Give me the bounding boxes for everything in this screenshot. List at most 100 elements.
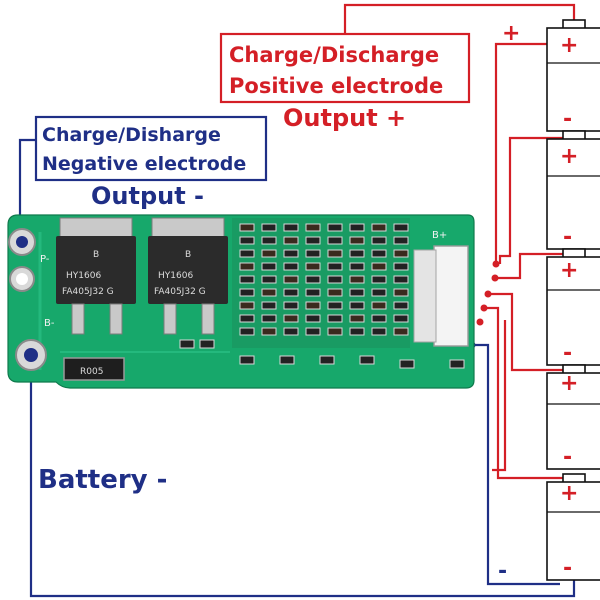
battery-cell-1: + - bbox=[546, 19, 600, 132]
pad-b-label: B- bbox=[44, 318, 55, 329]
smd-component bbox=[393, 236, 409, 245]
smd-component bbox=[371, 236, 387, 245]
smd-component bbox=[261, 288, 277, 297]
cell1-sense-wire bbox=[492, 320, 507, 472]
cell-plus: + bbox=[560, 481, 578, 506]
smd-component bbox=[261, 262, 277, 271]
smd-component bbox=[283, 275, 299, 284]
battery-cell-4: + - bbox=[546, 364, 600, 470]
smd-component bbox=[349, 327, 365, 336]
battery-cell-3: + - bbox=[546, 248, 600, 366]
smd-component bbox=[199, 339, 215, 349]
smd-component bbox=[283, 327, 299, 336]
smd-component bbox=[239, 288, 255, 297]
positive-label-box bbox=[219, 32, 471, 104]
smd-component bbox=[283, 249, 299, 258]
cell-minus: - bbox=[563, 341, 572, 366]
smd-component bbox=[327, 314, 343, 323]
cell-minus: - bbox=[563, 556, 572, 581]
positive-output-wire bbox=[343, 3, 576, 34]
smd-component bbox=[371, 262, 387, 271]
smd-component bbox=[399, 359, 415, 369]
smd-component bbox=[305, 262, 321, 271]
smd-component bbox=[179, 339, 195, 349]
smd-component bbox=[305, 275, 321, 284]
smd-component bbox=[371, 223, 387, 232]
smd-component bbox=[283, 301, 299, 310]
smd-component bbox=[261, 275, 277, 284]
pad-b-minus-hole bbox=[24, 348, 38, 362]
smd-component bbox=[327, 288, 343, 297]
cell-body bbox=[546, 481, 600, 581]
smd-component bbox=[261, 249, 277, 258]
pad-p-label: P- bbox=[40, 254, 50, 265]
mosfet-leg bbox=[71, 303, 85, 335]
wire-dot bbox=[480, 304, 488, 312]
smd-component bbox=[349, 314, 365, 323]
cell-body bbox=[546, 27, 600, 132]
smd-component bbox=[371, 327, 387, 336]
mosfet-leg bbox=[109, 303, 123, 335]
wire-dot bbox=[476, 318, 484, 326]
smd-component bbox=[239, 301, 255, 310]
smd-component bbox=[371, 288, 387, 297]
pad-mid-hole bbox=[16, 273, 28, 285]
cell-plus: + bbox=[560, 144, 578, 169]
connector-back bbox=[413, 249, 437, 343]
wire-dot bbox=[491, 274, 499, 282]
positive-output-label: Output + bbox=[283, 104, 406, 132]
smd-component bbox=[239, 275, 255, 284]
smd-component bbox=[305, 249, 321, 258]
positive-label-line1: Charge/Discharge bbox=[229, 43, 439, 67]
smd-component bbox=[283, 236, 299, 245]
mosfet-model: HY1606 bbox=[158, 271, 193, 281]
smd-component bbox=[449, 359, 465, 369]
smd-component bbox=[305, 288, 321, 297]
cell-plus: + bbox=[560, 258, 578, 283]
smd-component bbox=[349, 249, 365, 258]
smd-component bbox=[393, 288, 409, 297]
smd-component bbox=[327, 327, 343, 336]
shunt-resistor bbox=[63, 357, 125, 381]
mosfet-model: HY1606 bbox=[66, 271, 101, 281]
smd-component bbox=[371, 301, 387, 310]
mosfet-body bbox=[148, 236, 228, 304]
battery-cell-2: + - bbox=[546, 130, 600, 250]
cell-body bbox=[546, 372, 600, 470]
smd-component bbox=[305, 327, 321, 336]
smd-component bbox=[239, 262, 255, 271]
mosfet-brand: B bbox=[185, 250, 191, 260]
smd-component bbox=[279, 355, 295, 365]
smd-component bbox=[327, 275, 343, 284]
mosfet-leg bbox=[201, 303, 215, 335]
mosfet-leg bbox=[163, 303, 177, 335]
smd-component bbox=[327, 249, 343, 258]
connector-negative-wire bbox=[472, 343, 560, 586]
cell-body bbox=[546, 256, 600, 366]
wire-dot bbox=[484, 290, 492, 298]
smd-component bbox=[239, 327, 255, 336]
smd-component bbox=[393, 249, 409, 258]
smd-component bbox=[349, 301, 365, 310]
smd-component bbox=[283, 314, 299, 323]
smd-component bbox=[371, 275, 387, 284]
smd-component bbox=[393, 275, 409, 284]
positive-label-group: Charge/Discharge Positive electrode Outp… bbox=[219, 32, 471, 132]
negative-label-group: Charge/Disharge Negative electrode Outpu… bbox=[34, 115, 268, 210]
mosfet-brand: B bbox=[93, 250, 99, 260]
positive-label-line2: Positive electrode bbox=[229, 74, 443, 98]
negative-label-line2: Negative electrode bbox=[42, 153, 246, 175]
smd-component bbox=[393, 327, 409, 336]
negative-output-label: Output - bbox=[91, 182, 204, 210]
smd-component bbox=[319, 355, 335, 365]
smd-component bbox=[349, 288, 365, 297]
mosfet-2: B HY1606 FA405J32 G bbox=[148, 217, 228, 335]
cell-body bbox=[546, 138, 600, 250]
smd-component bbox=[261, 236, 277, 245]
smd-component bbox=[393, 301, 409, 310]
smd-component bbox=[371, 314, 387, 323]
battery-cell-5: + - bbox=[546, 473, 600, 581]
smd-component bbox=[261, 301, 277, 310]
smd-component bbox=[239, 355, 255, 365]
mosfet-tab bbox=[59, 217, 133, 239]
